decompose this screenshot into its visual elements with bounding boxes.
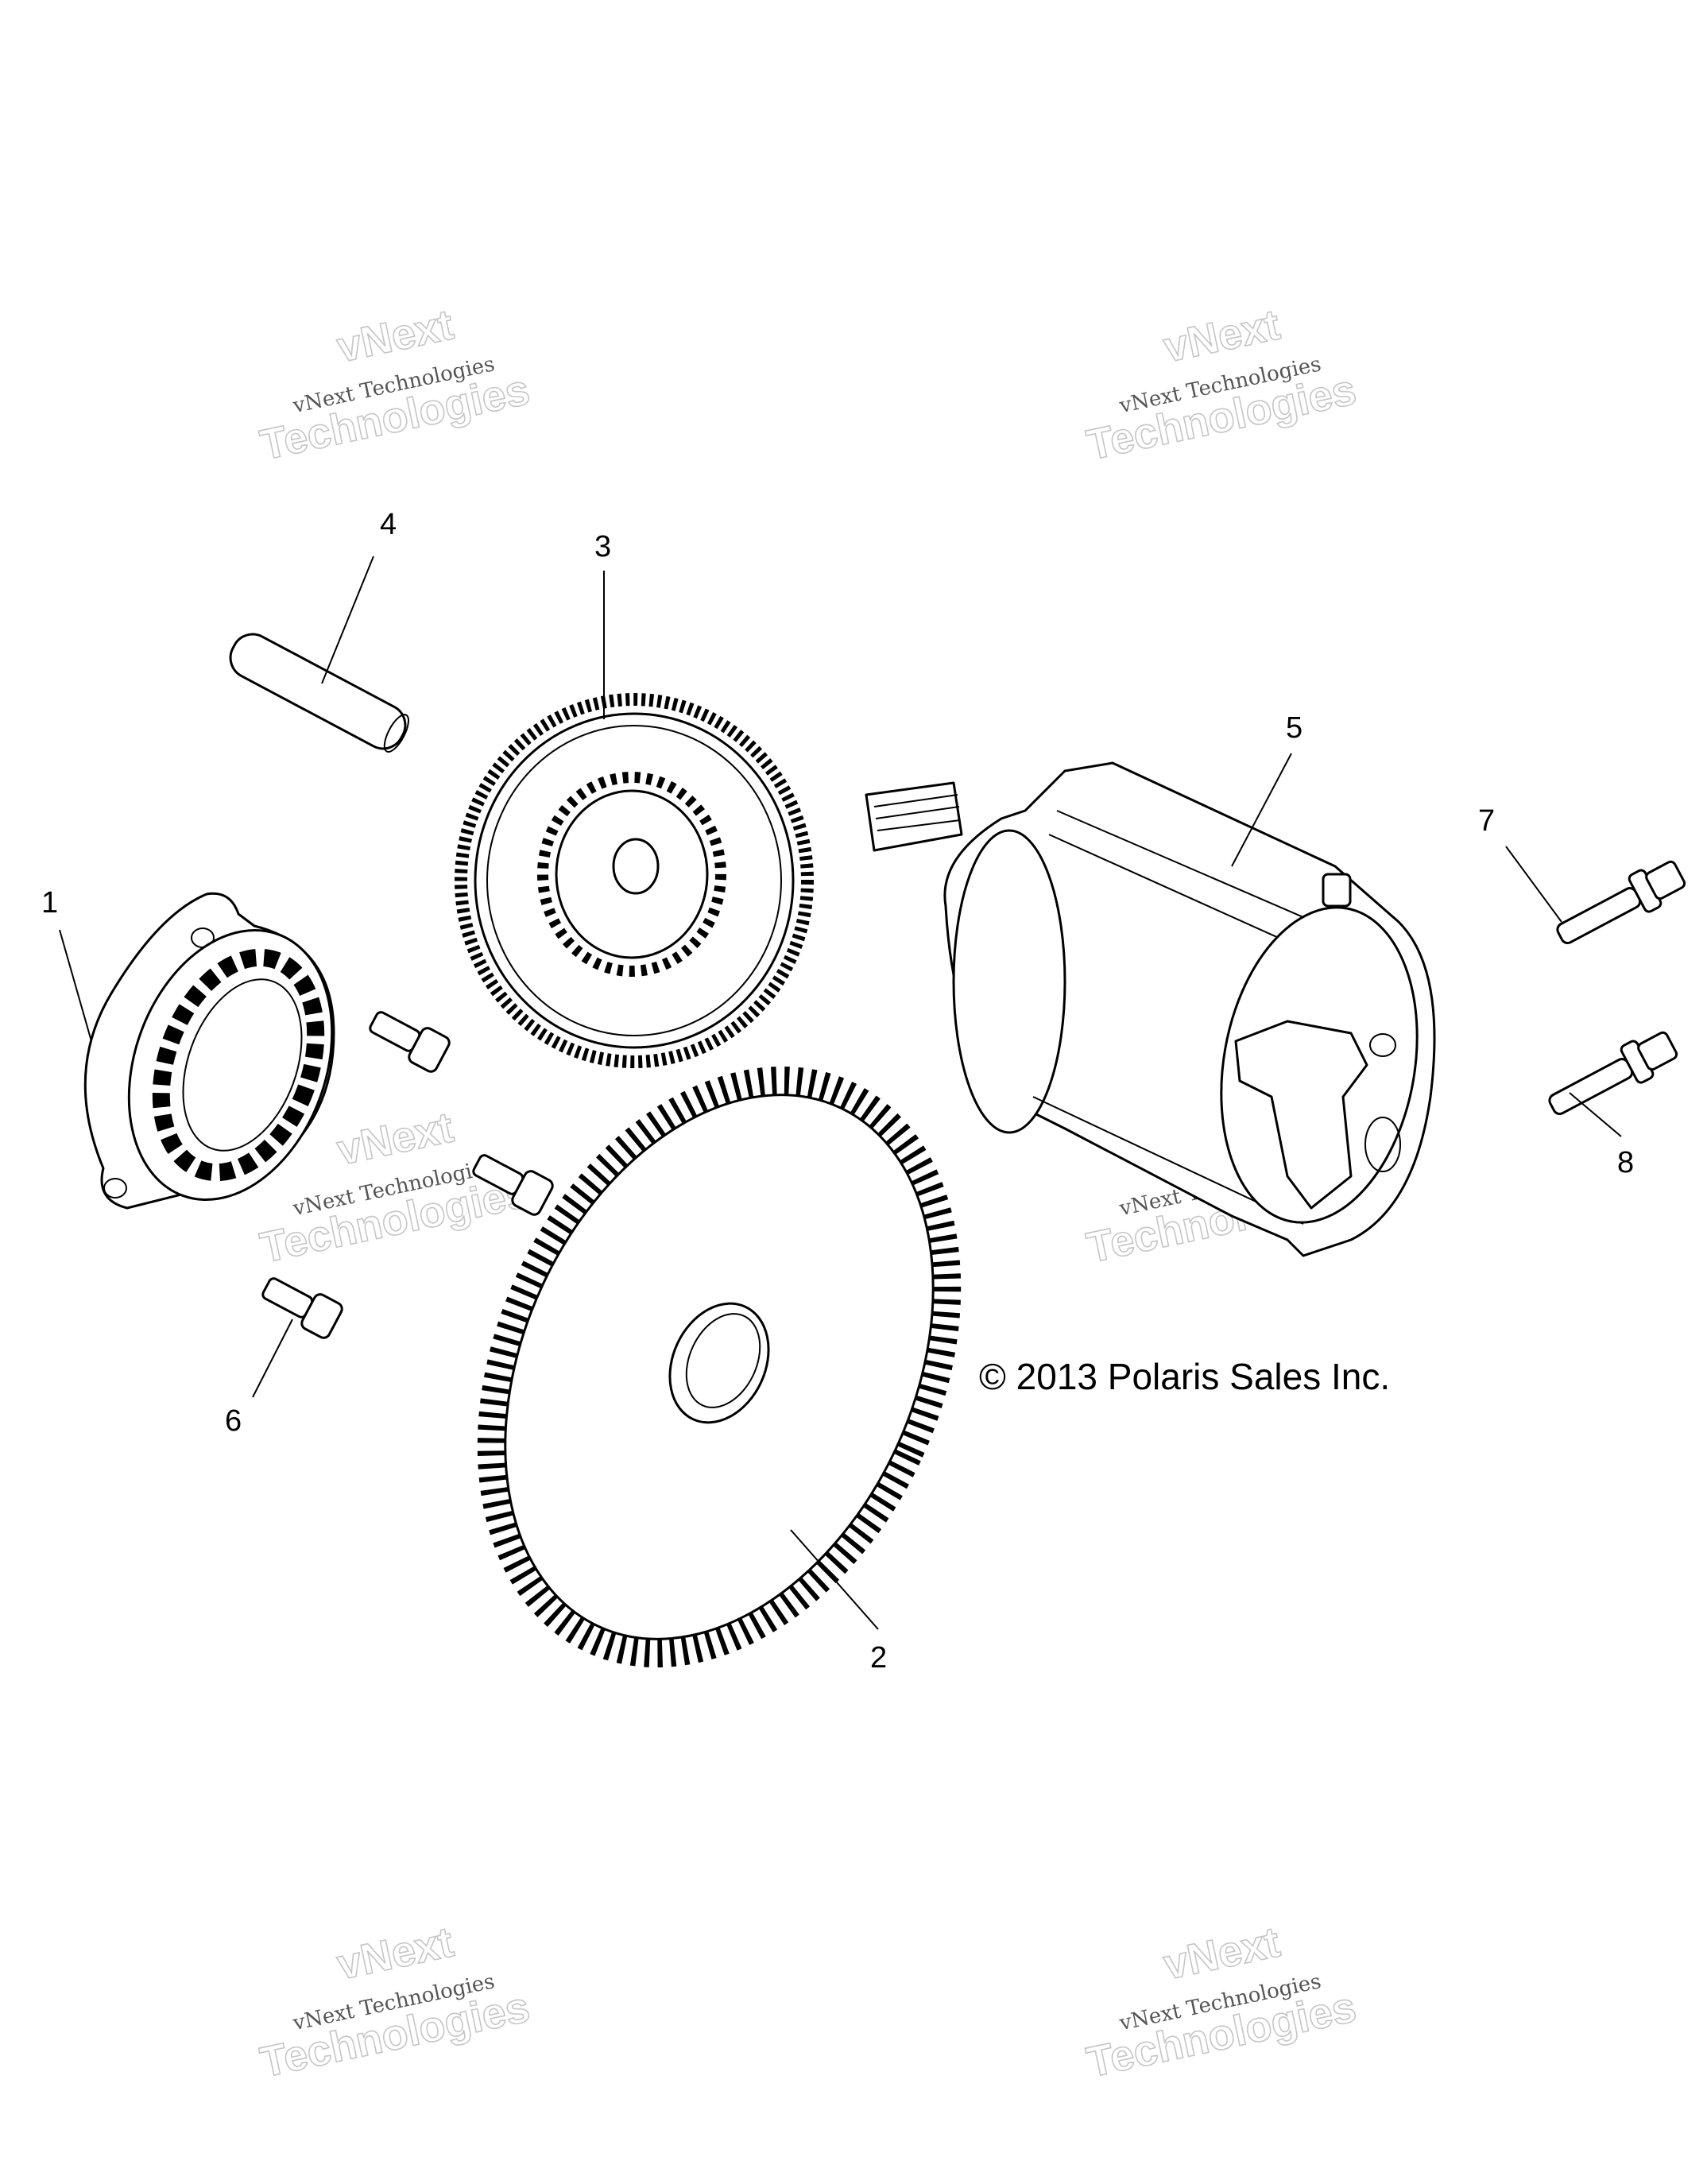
screw-part-b [472, 1154, 554, 1216]
leader-line-6 [252, 1319, 293, 1398]
watermark-bottom-right: vNext vNext Technologies Technologies [1082, 1918, 1361, 2088]
watermark-top-left: vNext vNext Technologies Technologies [256, 300, 535, 470]
callout-3: 3 [594, 530, 611, 563]
bolt-part-7 [1556, 860, 1686, 945]
callout-8: 8 [1617, 1146, 1634, 1179]
screw-part-c [261, 1277, 343, 1339]
svg-text:vNext: vNext [333, 1103, 457, 1174]
leader-line-2 [790, 1529, 879, 1630]
leader-line-4 [321, 556, 374, 684]
pin-part [229, 633, 409, 753]
watermark-top-right: vNext vNext Technologies Technologies [1082, 300, 1361, 470]
svg-text:vNext: vNext [1159, 1918, 1283, 1988]
callout-2: 2 [870, 1641, 887, 1675]
copyright-notice: © 2013 Polaris Sales Inc. [979, 1356, 1390, 1397]
svg-text:vNext: vNext [333, 1918, 457, 1988]
leader-line-7 [1505, 846, 1562, 923]
screw-part-a [369, 1011, 451, 1073]
callout-5: 5 [1286, 711, 1303, 745]
callout-7: 7 [1478, 804, 1495, 838]
leader-line-1 [59, 929, 92, 1042]
starter-motor-part [865, 761, 1436, 1257]
callout-6: 6 [225, 1404, 242, 1438]
svg-text:vNext: vNext [1159, 300, 1283, 371]
watermark-bottom-left: vNext vNext Technologies Technologies [256, 1918, 535, 2088]
bolt-part-8 [1548, 1031, 1678, 1116]
idler-gear-part [455, 693, 814, 1068]
svg-text:vNext: vNext [333, 300, 457, 371]
starter-clutch-part [83, 892, 335, 1210]
leader-line-5 [1231, 753, 1292, 867]
callout-4: 4 [380, 508, 397, 541]
driven-gear-part [477, 1066, 962, 1668]
leader-line-8 [1569, 1092, 1622, 1137]
callout-1: 1 [41, 886, 58, 920]
